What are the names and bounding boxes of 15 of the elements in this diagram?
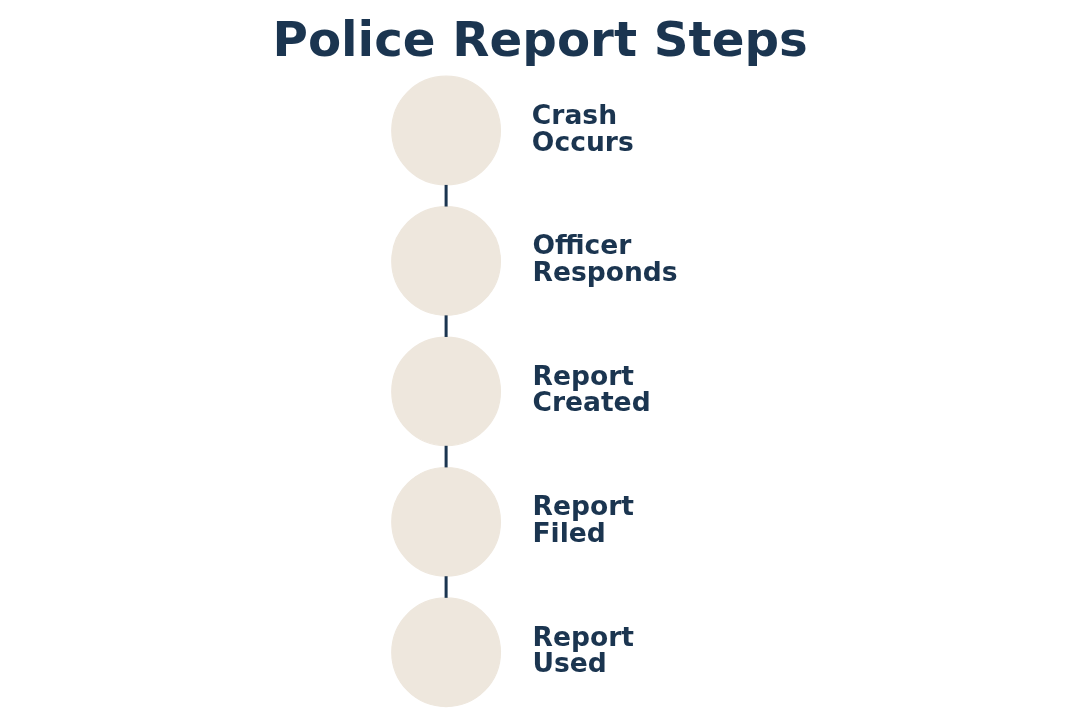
node-label: Report Filed	[532, 490, 634, 548]
node-circle	[391, 206, 502, 316]
connector	[444, 315, 448, 337]
connector	[444, 445, 448, 468]
node-circle	[391, 597, 502, 708]
node-label: Report Created	[532, 359, 651, 418]
connector	[444, 184, 448, 207]
node-circle	[391, 466, 502, 577]
node-label: Officer Responds	[532, 229, 678, 288]
node-label: Crash Occurs	[531, 99, 634, 157]
diagram-title: Police Report Steps	[272, 10, 808, 67]
node-circle	[391, 336, 502, 447]
node-label: Report Used	[532, 620, 634, 679]
node-circle	[391, 75, 502, 186]
connector	[444, 576, 448, 598]
